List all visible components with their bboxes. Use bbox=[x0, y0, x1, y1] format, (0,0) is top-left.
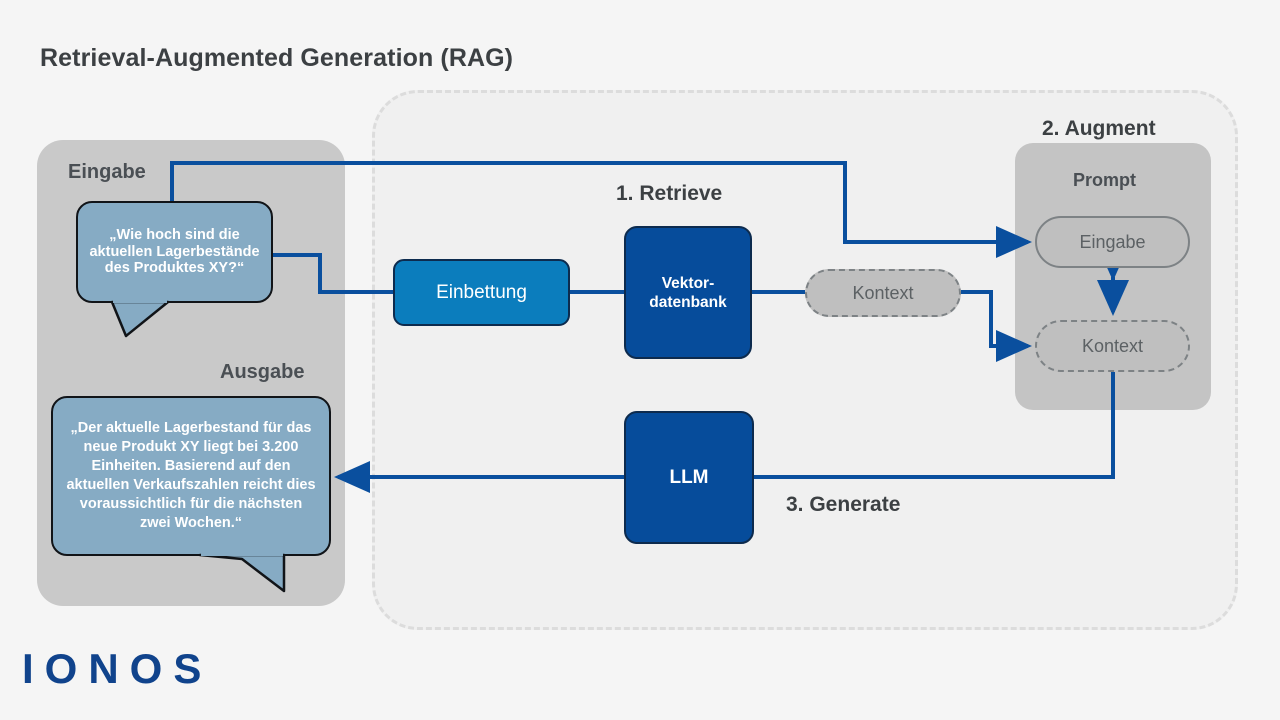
input-bubble-text: „Wie hoch sind die aktuellen Lagerbestän… bbox=[89, 227, 260, 277]
output-bubble-tail bbox=[198, 548, 286, 593]
input-speech-bubble: „Wie hoch sind die aktuellen Lagerbestän… bbox=[76, 201, 273, 338]
node-embedding[interactable]: Einbettung bbox=[393, 259, 570, 326]
node-llm[interactable]: LLM bbox=[624, 411, 754, 544]
pill-prompt-input[interactable]: Eingabe bbox=[1035, 216, 1190, 268]
page-title: Retrieval-Augmented Generation (RAG) bbox=[40, 44, 514, 72]
step-label-retrieve: 1. Retrieve bbox=[616, 182, 723, 205]
output-speech-bubble: „Der aktuelle Lagerbestand für das neue … bbox=[51, 396, 331, 593]
ionos-logo: IONOS bbox=[22, 645, 213, 692]
input-bubble-tail bbox=[110, 296, 170, 338]
pill-retrieved-context-label: Kontext bbox=[852, 282, 914, 303]
node-embedding-label: Einbettung bbox=[436, 281, 527, 303]
pill-prompt-context[interactable]: Kontext bbox=[1035, 320, 1190, 372]
pill-retrieved-context[interactable]: Kontext bbox=[805, 269, 961, 317]
prompt-panel-title: Prompt bbox=[1073, 170, 1136, 190]
step-label-augment: 2. Augment bbox=[1042, 117, 1156, 140]
label-eingabe: Eingabe bbox=[68, 161, 146, 183]
label-ausgabe: Ausgabe bbox=[220, 361, 305, 383]
node-vectordb-label-line1: Vektor- bbox=[661, 274, 715, 292]
node-vectordb-label-line2: datenbank bbox=[649, 293, 727, 311]
step-label-generate: 3. Generate bbox=[786, 493, 901, 516]
output-bubble-text: „Der aktuelle Lagerbestand für das neue … bbox=[66, 420, 316, 531]
node-llm-label: LLM bbox=[669, 466, 709, 488]
node-vector-database[interactable]: Vektor- datenbank bbox=[624, 226, 752, 359]
pill-prompt-input-label: Eingabe bbox=[1079, 231, 1146, 252]
pill-prompt-context-label: Kontext bbox=[1081, 335, 1144, 356]
